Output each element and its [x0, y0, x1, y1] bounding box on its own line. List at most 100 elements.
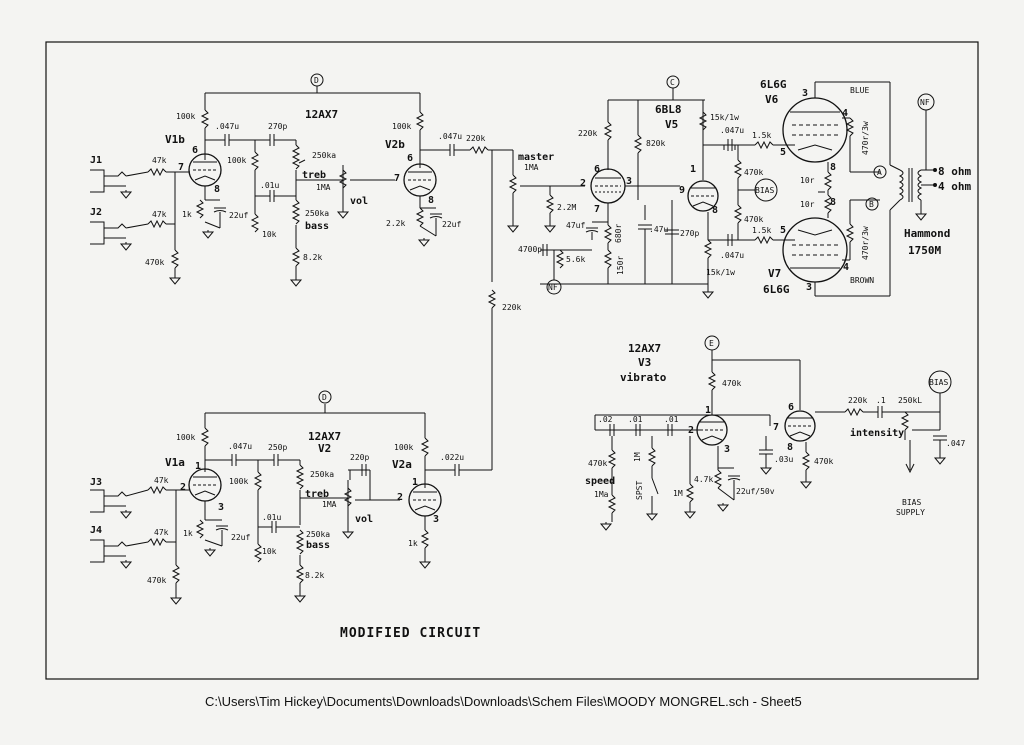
jack-j2-icon — [90, 221, 127, 245]
output-4-ohm: 4 ohm — [938, 180, 971, 193]
v5-680r: 680r — [614, 224, 623, 243]
node-nf-left — [546, 279, 562, 295]
master-label: master — [518, 152, 554, 163]
node-bias-label: BIAS — [755, 186, 774, 195]
v5-820k: 820k — [646, 139, 665, 148]
node-d-top — [310, 73, 324, 87]
v7-label: V7 — [768, 267, 781, 280]
v7-pin8: 8 — [830, 197, 836, 208]
v7-coupling-cap: .047u — [720, 251, 744, 260]
v7-type-label: 6L6G — [763, 283, 790, 296]
v1b-label: V1b — [165, 133, 185, 146]
v3-grid-1m: 1M — [673, 489, 683, 498]
v2b-pin7: 7 — [394, 173, 400, 184]
v1a-bass-label: bass — [306, 540, 330, 551]
v1a-pin1: 1 — [195, 461, 201, 472]
vibrato-1m-switch: 1M — [633, 452, 642, 462]
transformer-brand: Hammond — [904, 227, 950, 240]
vibrato-speed-value: 1Ma — [594, 490, 609, 499]
v1b-treble-pot-value: 250ka — [312, 151, 336, 160]
v1b-vol-label: vol — [350, 196, 368, 207]
v1b-pin8: 8 — [214, 184, 220, 195]
v1a-grid-resistor-1: 47k — [154, 476, 169, 485]
node-a — [873, 165, 887, 179]
output-transformer-secondary — [917, 169, 923, 201]
v6-pin3: 3 — [802, 88, 808, 99]
v3b-tube — [784, 410, 816, 442]
preamp-v2b-section: 100k V2b 6 7 8 2.2k 22uf .047u 220k — [385, 93, 513, 282]
v1b-pin6: 6 — [192, 145, 198, 156]
bias-filter-cap: .047 — [946, 439, 965, 448]
v3-pin8: 8 — [787, 442, 793, 453]
v5-label: V5 — [665, 118, 678, 131]
v1a-bass-cap: .01u — [262, 513, 281, 522]
output-8-ohm: 8 ohm — [938, 165, 971, 178]
v2a-pin3: 3 — [433, 514, 439, 525]
v7-tube — [782, 217, 848, 283]
v5-triode-tube — [687, 180, 719, 212]
v1a-bass-pot-value: 250ka — [306, 530, 330, 539]
v5-56k: 5.6k — [566, 255, 585, 264]
v1b-cathode-resistor: 1k — [182, 210, 192, 219]
v2b-pin6: 6 — [407, 153, 413, 164]
v1a-82k: 8.2k — [305, 571, 324, 580]
node-bias-vibrato-label: BIAS — [929, 378, 948, 387]
vibrato-cap-01b: .01 — [664, 415, 679, 424]
v6-grid-leak: 470k — [744, 168, 763, 177]
v2a-plate-resistor: 100k — [394, 443, 413, 452]
v3-type-label: 12AX7 — [628, 342, 661, 355]
preamp-v1b-section: D 100k V1b 6 7 8 12AX7 .047u 270p 100k .… — [90, 73, 420, 287]
jack-j3-icon — [90, 489, 127, 513]
node-b — [865, 197, 879, 211]
v1b-pin7: 7 — [178, 162, 184, 173]
v2a-cathode-resistor: 1k — [408, 539, 418, 548]
transformer-model: 1750M — [908, 244, 941, 257]
v6-label: V6 — [765, 93, 779, 106]
v7-pin4: 4 — [843, 262, 849, 273]
v2a-grid-cap: 220p — [350, 453, 369, 462]
bias-supply-line2: SUPPLY — [896, 508, 925, 517]
power-amp-section: .047u 1.5k 470k 470k BIAS .047u 1.5k 6L6… — [720, 78, 971, 297]
v1a-pin2: 2 — [180, 482, 186, 493]
v1a-10k: 10k — [262, 547, 277, 556]
v5-pin3: 3 — [626, 176, 632, 187]
preamp-v2a-section: 100k V2a 1 2 3 1k .022u 220k — [392, 289, 521, 569]
phase-inverter-v5-section: master 1MA 2.2M C 6BL8 V5 220k 820k 6 7 … — [507, 75, 739, 299]
v1a-pin3: 3 — [218, 502, 224, 513]
node-d-bottom-label: D — [322, 393, 327, 402]
v6-grid-stopper: 1.5k — [752, 131, 771, 140]
v2b-coupling-cap: .047u — [438, 132, 462, 141]
v3-pin6: 6 — [788, 402, 794, 413]
v2a-mix-resistor: 220k — [502, 303, 521, 312]
v1b-treble-cap: 270p — [268, 122, 287, 131]
vibrato-cap-01a: .01 — [628, 415, 643, 424]
master-1ma: 1MA — [524, 163, 539, 172]
v1a-label: V1a — [165, 456, 185, 469]
vibrato-speed-label: speed — [585, 476, 615, 487]
v3-cathode-resistor: 4.7k — [694, 475, 713, 484]
v6-pin4: 4 — [842, 108, 848, 119]
v7-pin3: 3 — [806, 282, 812, 293]
v1b-cathode-cap: 22uf — [229, 211, 248, 220]
v5-pin9: 9 — [679, 185, 685, 196]
v1a-vol-1ma: 1MA — [322, 500, 337, 509]
v3-pin7: 7 — [773, 422, 779, 433]
vibrato-v3-section: 12AX7 V3 vibrato E 470k 1 2 3 6 7 8 .02 … — [585, 335, 965, 531]
intensity-label: intensity — [850, 427, 904, 439]
node-d-bottom — [318, 390, 332, 404]
v5-270p: 270p — [680, 229, 699, 238]
v6-type-label: 6L6G — [760, 78, 787, 91]
v1a-treble-label: treb — [305, 489, 329, 500]
v5-triode-plate: 220k — [578, 129, 597, 138]
v1b-10k: 10k — [262, 230, 277, 239]
v5-pin1: 1 — [690, 164, 696, 175]
v1a-treble-cap: 250p — [268, 443, 287, 452]
v2b-pin8: 8 — [428, 195, 434, 206]
node-a-label: A — [877, 168, 882, 177]
intensity-220k: 220k — [848, 396, 867, 405]
wire-blue-label: BLUE — [850, 86, 869, 95]
v1b-plate-resistor: 100k — [176, 112, 195, 121]
v1a-tone-resistor: 100k — [229, 477, 248, 486]
v3-03u: .03u — [774, 455, 793, 464]
